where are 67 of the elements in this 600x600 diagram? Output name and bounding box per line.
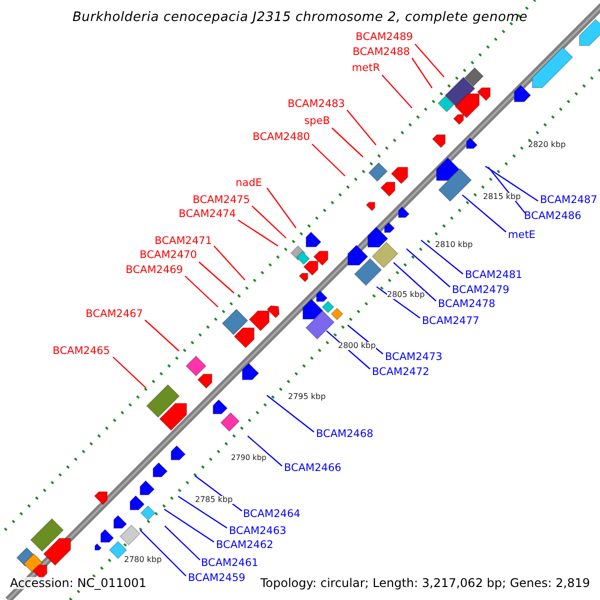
gene-label: BCAM2466 (284, 463, 342, 474)
gene-label: BCAM2479 (452, 285, 510, 296)
leader-line (112, 356, 146, 388)
leader-line (140, 530, 186, 576)
leader-line (376, 286, 420, 318)
leader-line (462, 194, 506, 232)
leader-line (484, 166, 538, 202)
leader-line (198, 262, 234, 294)
gene-label: BCAM2469 (126, 265, 183, 276)
leader-line (393, 262, 436, 302)
leader-line (144, 320, 180, 352)
scale-label: 2795 kbp (288, 393, 326, 401)
leader-line (406, 248, 450, 288)
scale-label: 2780 kbp (124, 556, 162, 564)
gene-label: BCAM2486 (524, 211, 582, 222)
gene-label: BCAM2487 (540, 195, 598, 206)
scale-label: 2810 kbp (435, 241, 473, 249)
leader-line (252, 206, 286, 238)
footer-text: Topology: circular; Length: 3,217,062 bp; Genes: 2,819 (260, 577, 590, 589)
leader-line (164, 508, 214, 542)
leader-line (382, 74, 412, 108)
gene-label: BCAM2472 (372, 367, 430, 378)
leader-line (164, 525, 200, 560)
leader-line (184, 276, 218, 308)
gene-label: BCAM2459 (188, 573, 246, 584)
gene-label: nadE (236, 178, 262, 188)
scale-label: 2815 kbp (483, 193, 521, 201)
gene-label: BCAM2478 (438, 299, 496, 310)
scale-label: 2805 kbp (387, 291, 425, 299)
gene-label: BCAM2461 (201, 558, 258, 568)
gene-label: BCAM2467 (86, 309, 143, 320)
leader-line (420, 240, 464, 274)
leader-line (412, 58, 432, 88)
gene-label: BCAM2468 (316, 429, 374, 440)
gene-label: BCAM2463 (229, 526, 286, 536)
leader-line (247, 436, 282, 466)
leader-line (312, 144, 346, 176)
footer-text: Accession: NC_011001 (10, 577, 146, 589)
leader-line (414, 44, 444, 78)
leader-line (214, 246, 246, 280)
leader-line (238, 220, 278, 246)
leader-line (346, 110, 376, 146)
gene-label: BCAM2470 (140, 250, 197, 260)
leader-line (178, 496, 228, 528)
scale-label: 2800 kbp (338, 342, 376, 350)
gene-label: BCAM2481 (465, 270, 522, 280)
gene-label: BCAM2483 (288, 99, 345, 110)
leader-line (266, 188, 296, 228)
gene-label: BCAM2489 (356, 32, 413, 42)
gene-label: BCAM2475 (192, 195, 250, 206)
gene-label: BCAM2473 (385, 352, 442, 362)
gene-label: BCAM2488 (352, 47, 410, 58)
scale-label: 2820 kbp (528, 141, 566, 149)
scale-label: 2785 kbp (195, 496, 233, 504)
leader-line (332, 128, 364, 158)
gene-label: BCAM2471 (154, 236, 212, 246)
gene-label: BCAM2462 (216, 540, 274, 550)
leader-line (266, 394, 314, 432)
gene-label: speB (304, 116, 330, 126)
gene-label: metE (508, 230, 536, 240)
gene-label: BCAM2474 (178, 209, 236, 220)
gene-label: BCAM2480 (252, 132, 310, 142)
gene-label: metR (352, 63, 380, 74)
gene-label: BCAM2465 (52, 346, 110, 356)
gene-label: BCAM2464 (243, 509, 300, 520)
map-title: Burkholderia cenocepacia J2315 chromosome 2, complete genome (71, 11, 529, 24)
gene-label: BCAM2477 (422, 316, 480, 326)
